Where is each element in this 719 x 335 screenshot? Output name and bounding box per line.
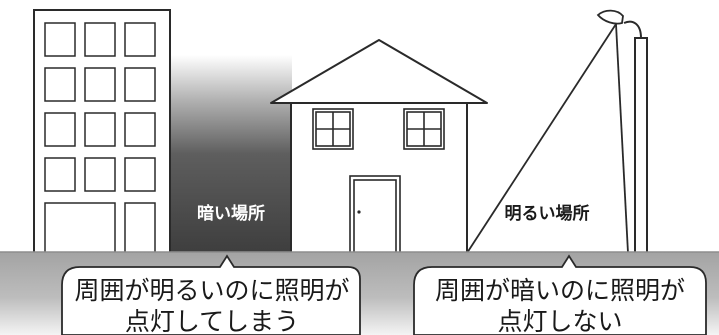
house-door <box>349 175 401 254</box>
office-building <box>33 9 171 254</box>
callout-left: 周囲が明るいのに照明が 点灯してしまう <box>61 254 361 335</box>
callout-right: 周囲が暗いのに照明が 点灯しない <box>413 254 707 335</box>
bright-place-label: 明るい場所 <box>505 204 590 224</box>
callout-right-line1: 周囲が暗いのに照明が <box>435 276 685 305</box>
street-light-pole <box>634 37 648 254</box>
dark-place-label: 暗い場所 <box>197 203 265 224</box>
street-light-lamp <box>596 9 624 25</box>
house-window-right <box>403 108 445 150</box>
dark-area <box>170 55 292 253</box>
callout-right-line2: 点灯しない <box>497 307 622 335</box>
callout-left-line1: 周囲が明るいのに照明が <box>74 276 349 305</box>
callout-left-line2: 点灯してしまう <box>125 307 299 335</box>
street-light <box>466 9 648 254</box>
light-cone <box>467 24 638 253</box>
house-window-left <box>312 108 354 150</box>
house <box>270 39 488 254</box>
